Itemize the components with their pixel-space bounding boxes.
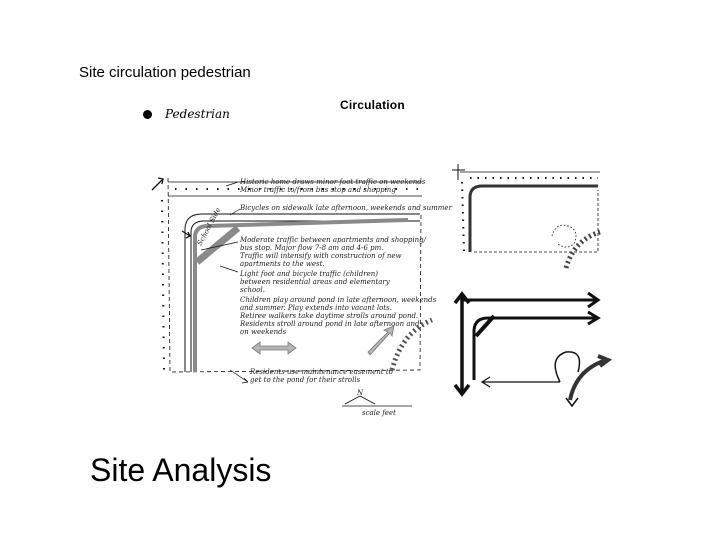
note-line-14: Residents stroll around pond in late aft… — [239, 320, 420, 328]
leader-2 — [229, 208, 241, 216]
north-arrow — [344, 395, 376, 405]
small-top-outline — [474, 190, 599, 253]
note-line-13: Retiree walkers take daytime strolls aro… — [239, 312, 418, 320]
small-bottom-sidewalk-arrow — [472, 310, 601, 380]
small-top-loop — [551, 224, 577, 248]
note-line-1: Historic home draws minor foot traffic o… — [239, 178, 426, 186]
note-line-6: Traffic will intensify with construction… — [240, 252, 402, 260]
sketch-heading: Circulation — [340, 98, 405, 112]
sidewalk-outer — [184, 213, 420, 372]
sidewalk-inner — [190, 220, 420, 372]
moderate-traffic-band — [193, 218, 409, 372]
pond-arrow — [367, 325, 395, 356]
note-line-17: get to the pond for their strolls — [250, 376, 361, 384]
note-line-2: Minor traffic to/from bus stop and shopp… — [239, 186, 396, 194]
legend-label: Pedestrian — [165, 107, 230, 121]
arrow-sidewalk-corner — [181, 230, 191, 239]
note-line-11: Children play around pond in late aftern… — [240, 296, 437, 304]
small-bottom-loop — [554, 351, 581, 383]
note-line-9: between residential areas and elementary — [240, 278, 391, 286]
small-bottom-down-arrow — [565, 397, 579, 408]
small-bottom-easement-arrow — [480, 376, 560, 388]
easement-arrow — [251, 341, 297, 355]
leader-1 — [225, 181, 239, 187]
traffic-dots-west — [161, 199, 165, 371]
note-line-10: school. — [240, 286, 265, 294]
pond-edge — [389, 317, 433, 371]
legend-bullet — [143, 110, 152, 119]
note-line-12: and summer. Play extends into vacant lot… — [240, 304, 392, 312]
slide-footer-title: Site Analysis — [90, 452, 272, 488]
small-diagram-top — [452, 164, 601, 269]
note-line-4: Moderate traffic between apartments and … — [239, 236, 427, 244]
slide-title: Site circulation pedestrian — [79, 64, 251, 81]
small-top-dots-west — [461, 181, 465, 253]
scale-label: scale feet — [362, 409, 396, 417]
small-top-sidewalk — [468, 184, 598, 252]
leader-3 — [200, 241, 239, 251]
note-line-8: Light foot and bicycle traffic (children… — [239, 270, 378, 278]
note-line-15: on weekends — [240, 328, 287, 336]
north-label: N — [356, 389, 364, 397]
small-bottom-top-arrow — [462, 291, 601, 309]
leader-4 — [219, 265, 239, 273]
small-diagram-bottom — [453, 291, 613, 408]
note-line-3: Bicycles on sidewalk late afternoon, wee… — [239, 204, 453, 212]
arrow-nw-corner — [151, 177, 164, 191]
note-line-7: apartments to the west. — [240, 260, 325, 268]
small-top-corner-arrow — [452, 164, 465, 180]
school-path-band — [194, 225, 241, 265]
main-site-plan: School Side Historic home draws minor fo… — [151, 177, 453, 417]
small-bottom-pond-arrow — [568, 354, 613, 401]
note-line-16: Residents use maintenance easement to — [249, 368, 393, 376]
small-bottom-diagonal — [474, 314, 496, 338]
small-top-pond-edge — [563, 229, 601, 269]
note-line-5: bus stop. Major flow 7-8 am and 4-6 pm. — [240, 244, 384, 252]
leader-5 — [229, 369, 249, 384]
small-bottom-vertical-arrow — [453, 291, 471, 397]
